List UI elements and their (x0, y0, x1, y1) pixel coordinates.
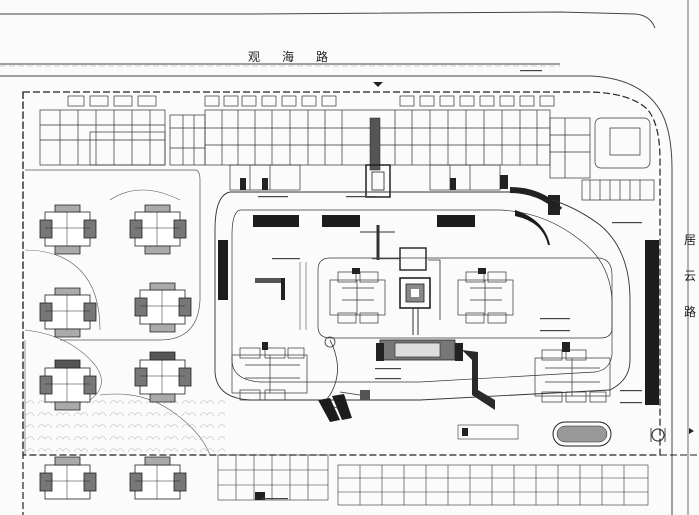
road-east-char-2: 云 (683, 269, 696, 283)
road-north-char-2: 海 (282, 50, 317, 64)
central-plaza-frame (399, 277, 431, 309)
west-tower-2 (129, 204, 187, 255)
curved-access-road (515, 210, 550, 245)
road-edge-north-2 (0, 75, 673, 515)
west-tower-3 (39, 287, 97, 338)
north-gate-marker-icon (373, 82, 383, 87)
north-villa-row (39, 95, 206, 166)
west-green-curve-4 (24, 329, 102, 401)
stair-core-b (240, 178, 246, 190)
road-north-char-3: 路 (316, 50, 351, 64)
road-north-char-1: 观 (248, 50, 283, 64)
west-tower-5 (39, 359, 97, 411)
road-label-north: 观海路 (248, 48, 350, 65)
parking-strip-3 (437, 215, 475, 227)
northeast-building (549, 117, 655, 201)
running-track (552, 421, 612, 447)
north-entrance-spine (369, 117, 381, 171)
east-gate-marker-icon (689, 428, 694, 434)
stair-core-d (500, 175, 508, 189)
ring-road-inner (231, 209, 613, 383)
west-green-curve-3 (109, 189, 181, 201)
inner-loop-road (317, 257, 613, 339)
sports-court (457, 424, 519, 440)
central-gate-structure (399, 247, 427, 271)
west-tower-6 (134, 351, 192, 403)
road-east-char-3: 路 (683, 305, 696, 319)
small-pavilion (360, 390, 370, 400)
west-green-curve-1 (25, 169, 201, 341)
east-gate-roundabout (651, 428, 665, 442)
road-edge-north-upper (0, 11, 656, 29)
parking-strip-2 (322, 215, 360, 227)
road-label-east: 居 云 路 (683, 222, 697, 330)
access-path-west (255, 278, 285, 283)
parking-strip-1 (253, 215, 299, 227)
south-rowhouses (217, 454, 649, 506)
tower-south-east (534, 349, 611, 403)
parking-strip-west (218, 240, 228, 300)
west-tower-1 (39, 204, 97, 255)
south-pavilion (376, 339, 463, 361)
road-east-char-1: 居 (683, 233, 696, 247)
west-tower-8 (129, 456, 187, 500)
ring-road-outer (214, 191, 631, 401)
north-entrance-hall (365, 164, 391, 198)
west-tower-7 (39, 456, 97, 500)
diagonal-walkway (462, 350, 495, 410)
tower-center-right (457, 271, 514, 324)
tower-center-left (329, 271, 386, 324)
parking-strip-east (645, 240, 659, 405)
stair-core-se (562, 342, 570, 352)
west-tower-4 (134, 282, 192, 333)
west-green-curve-2 (24, 249, 101, 331)
west-parking-bays (318, 394, 352, 422)
stair-core-a (262, 178, 268, 190)
site-boundary (22, 91, 661, 456)
stair-core-c (450, 178, 456, 190)
tower-south-west (231, 347, 308, 401)
